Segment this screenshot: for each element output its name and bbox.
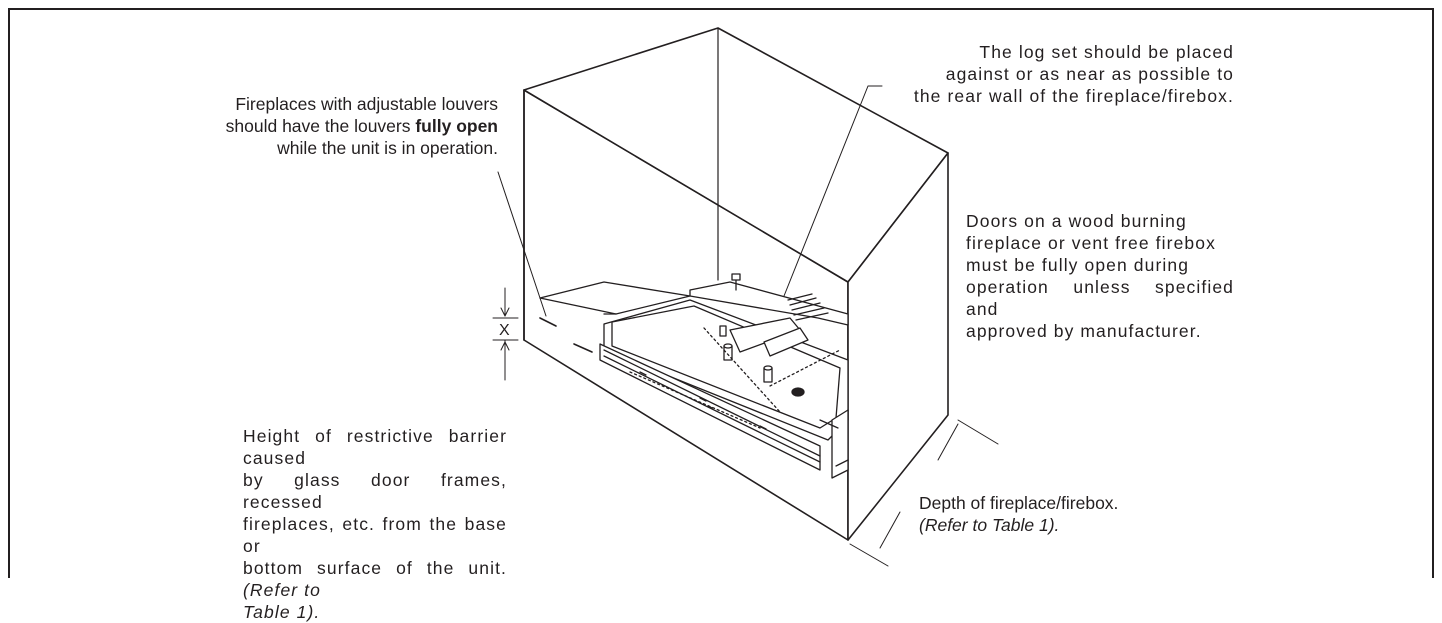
doors-caption: Doors on a wood burning fireplace or ven…: [966, 211, 1234, 341]
logset-leader: [783, 85, 883, 297]
barrier-caption: Height of restrictive barrier caused by …: [243, 426, 507, 622]
depth-caption: Depth of fireplace/firebox. (Refer to Ta…: [919, 493, 1119, 535]
depth-dimension: [849, 419, 999, 567]
fireplace-diagram: X: [492, 27, 999, 567]
logset-caption: The log set should be placed against or …: [913, 42, 1234, 106]
louver-marks: [539, 317, 593, 353]
x-dimension: [492, 287, 519, 381]
x-dimension-label: X: [499, 322, 510, 339]
log-set-grate: [539, 273, 849, 479]
louvers-caption: Fireplaces with adjustable louvers shoul…: [225, 94, 498, 158]
diagram-border: [8, 8, 1434, 578]
louvers-leader: [497, 171, 547, 317]
